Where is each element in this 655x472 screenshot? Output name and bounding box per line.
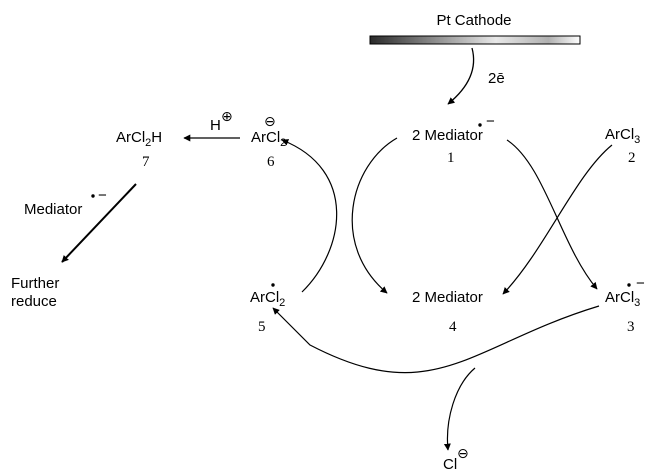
species-7-arcl2h: ArCl2H 7 (116, 129, 162, 170)
species-4-number: 4 (449, 319, 457, 335)
species-3-number: 3 (627, 319, 635, 335)
radical-dot (271, 283, 275, 287)
radical-dot (91, 194, 95, 198)
pt-cathode: Pt Cathode (369, 12, 581, 45)
species-2-arcl3: ArCl3 2 (605, 126, 640, 166)
species-4-mediator: 2 Mediator 4 (412, 289, 483, 335)
chloride-loss: Cl ⊖ (272, 305, 600, 472)
arcl3-to-arcl2-radical-arrow (272, 305, 600, 374)
cathode-label: Pt Cathode (436, 12, 511, 29)
minus-sign: − (98, 187, 107, 204)
left-electron-transfer-cycle (281, 137, 398, 294)
minus-sign: − (486, 113, 495, 130)
right-electron-transfer-cycle (502, 139, 613, 295)
radical-dot (627, 283, 631, 287)
anion-charge: ⊖ (264, 114, 276, 130)
further-reduction: Mediator − Further reduce (11, 183, 137, 310)
protonation: H ⊕ (183, 109, 240, 142)
mediator-to-arcl3-arrow (506, 139, 598, 290)
species-5-number: 5 (258, 319, 266, 335)
minus-sign: − (636, 275, 645, 292)
mediator-to-mediator-arrow (351, 137, 398, 294)
further-label: Further (11, 275, 59, 292)
species-7-label: ArCl2H (116, 129, 162, 149)
species-1-label: 2 Mediator (412, 127, 483, 144)
species-2-label: ArCl3 (605, 126, 640, 146)
species-6-number: 6 (267, 154, 275, 170)
electron-arrow (447, 47, 475, 105)
arcl3-to-mediator-arrow (502, 144, 613, 295)
chloride-label: Cl (443, 456, 457, 472)
species-6-arcl2-anion: ⊖ ArCl2 6 (251, 114, 286, 170)
proton-charge: ⊕ (221, 109, 233, 125)
radical-dot (478, 123, 482, 127)
species-3-arcl3-radical-anion: ArCl3 − 3 (605, 275, 645, 335)
species-4-label: 2 Mediator (412, 289, 483, 306)
proton-label: H (210, 117, 221, 134)
species-5-label: ArCl2 (250, 289, 285, 309)
species-6-label: ArCl2 (251, 129, 286, 149)
reducing-mediator-label: Mediator (24, 201, 82, 218)
species-3-label: ArCl3 (605, 289, 640, 309)
chloride-charge: ⊖ (457, 446, 469, 462)
species-5-arcl2-radical: ArCl2 5 (250, 283, 285, 335)
chloride-release-arrow (443, 367, 476, 451)
radical-to-anion-arrow (281, 139, 338, 293)
electron-label: 2ē (488, 70, 505, 87)
cathode-electrode (369, 35, 581, 45)
species-1-mediator-radical-anion: 2 Mediator − 1 (412, 113, 495, 166)
reduce-label: reduce (11, 293, 57, 310)
species-2-number: 2 (628, 150, 636, 166)
further-reduce-arrow (61, 183, 137, 263)
species-7-number: 7 (142, 154, 150, 170)
species-1-number: 1 (447, 150, 455, 166)
